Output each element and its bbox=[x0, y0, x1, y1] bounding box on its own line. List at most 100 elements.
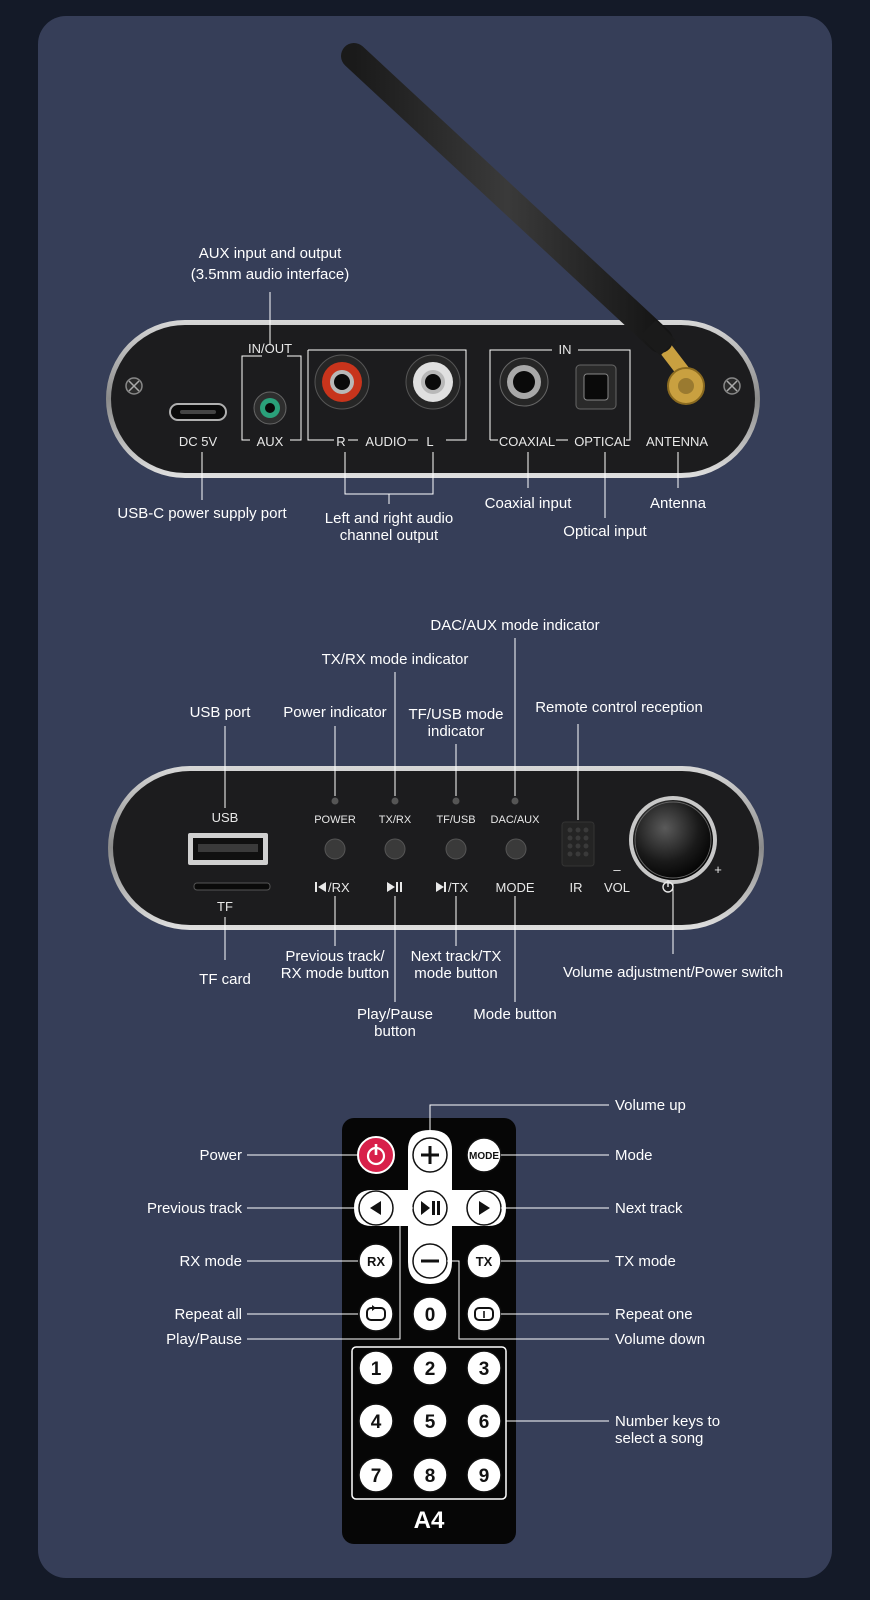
front-panel: USB TF POWER TX/RX TF/USB DAC/AUX /RX bbox=[108, 766, 764, 930]
remote-digit-6-button[interactable]: 6 bbox=[466, 1403, 502, 1439]
vol-plus-label: + bbox=[714, 862, 722, 877]
usb-port bbox=[188, 833, 268, 865]
remote-rx-label: RX bbox=[367, 1254, 385, 1269]
power-callout: Power bbox=[199, 1147, 242, 1164]
remote-digit-8-button[interactable]: 8 bbox=[412, 1457, 448, 1493]
remote-digit-2-button[interactable]: 2 bbox=[412, 1350, 448, 1386]
ir-label: IR bbox=[570, 880, 583, 895]
vol-label: VOL bbox=[604, 880, 630, 895]
remote-digit-0-label: 0 bbox=[425, 1305, 436, 1326]
r-label: R bbox=[336, 434, 345, 449]
remote-mode-label: MODE bbox=[469, 1151, 499, 1162]
tfusb-led bbox=[452, 797, 460, 805]
optical-callout: Optical input bbox=[563, 523, 647, 540]
tfusb-callout-line1: TF/USB mode bbox=[408, 706, 503, 723]
play-pause-icon bbox=[387, 882, 402, 892]
play-callout-line2: button bbox=[374, 1023, 416, 1040]
remote-digit-5-button[interactable]: 5 bbox=[412, 1403, 448, 1439]
lr-callout-line1: Left and right audio bbox=[325, 510, 453, 527]
repeat-one-button[interactable] bbox=[466, 1296, 502, 1332]
tx-mode-callout: TX mode bbox=[615, 1253, 676, 1270]
mode-button[interactable] bbox=[505, 838, 527, 860]
remote-digit-label: 7 bbox=[371, 1466, 382, 1487]
ir-receiver bbox=[561, 821, 595, 867]
power-indicator-callout: Power indicator bbox=[283, 704, 386, 721]
remote-digit-4-button[interactable]: 4 bbox=[358, 1403, 394, 1439]
remote-next-button[interactable] bbox=[466, 1190, 502, 1226]
remote-digit-label: 3 bbox=[479, 1359, 490, 1380]
remote-digit-0-button[interactable]: 0 bbox=[412, 1296, 448, 1332]
volume-up-callout: Volume up bbox=[615, 1097, 686, 1114]
tf-card-callout: TF card bbox=[199, 971, 251, 988]
next-callout-line1: Next track/TX bbox=[411, 948, 502, 965]
antenna-callout: Antenna bbox=[650, 495, 707, 512]
in-out-label: IN/OUT bbox=[248, 341, 292, 356]
rca-left-jack bbox=[405, 354, 461, 410]
power-indicator-label: POWER bbox=[314, 814, 356, 826]
next-tx-button[interactable] bbox=[445, 838, 467, 860]
remote-volume-down-button[interactable] bbox=[412, 1243, 448, 1279]
repeat-one-callout: Repeat one bbox=[615, 1306, 693, 1323]
volume-knob[interactable] bbox=[629, 796, 717, 884]
remote-digit-7-button[interactable]: 7 bbox=[358, 1457, 394, 1493]
remote-digit-9-button[interactable]: 9 bbox=[466, 1457, 502, 1493]
coaxial-jack bbox=[499, 357, 549, 407]
next-tx-label: /TX bbox=[448, 880, 469, 895]
tf-slot bbox=[193, 882, 271, 891]
txrx-indicator-label: TX/RX bbox=[379, 814, 412, 826]
remote-tx-label: TX bbox=[476, 1254, 493, 1269]
prev-callout-line2: RX mode button bbox=[281, 965, 389, 982]
previous-track-callout: Previous track bbox=[147, 1200, 243, 1217]
remote-digit-label: 6 bbox=[479, 1412, 490, 1433]
number-pad-frame bbox=[351, 1346, 507, 1500]
remote-volume-up-button[interactable] bbox=[412, 1137, 448, 1173]
volume-down-callout: Volume down bbox=[615, 1331, 705, 1348]
audio-bracket bbox=[307, 349, 467, 441]
aux-callout-line2: (3.5mm audio interface) bbox=[191, 266, 349, 283]
antenna bbox=[341, 43, 705, 405]
remote-mode-button[interactable]: MODE bbox=[466, 1137, 502, 1173]
remote-tx-button[interactable]: TX bbox=[466, 1243, 502, 1279]
remote-play-pause-button[interactable] bbox=[412, 1190, 448, 1226]
in-label: IN bbox=[559, 342, 572, 357]
aux-label: AUX bbox=[257, 434, 284, 449]
next-callout-line2: mode button bbox=[414, 965, 497, 982]
remote-digit-label: 5 bbox=[425, 1412, 436, 1433]
dacaux-led bbox=[511, 797, 519, 805]
power-led bbox=[331, 797, 339, 805]
remote-digit-label: 9 bbox=[479, 1466, 490, 1487]
remote-rx-button[interactable]: RX bbox=[358, 1243, 394, 1279]
screw-icon bbox=[723, 377, 741, 395]
remote-power-button[interactable] bbox=[357, 1136, 395, 1174]
prev-track-icon bbox=[315, 882, 326, 892]
vol-minus-label: – bbox=[613, 862, 621, 877]
antenna-label: ANTENNA bbox=[646, 434, 708, 449]
repeat-all-callout: Repeat all bbox=[174, 1306, 242, 1323]
dacaux-callout: DAC/AUX mode indicator bbox=[430, 617, 599, 634]
play-callout-line1: Play/Pause bbox=[357, 1006, 433, 1023]
txrx-led bbox=[391, 797, 399, 805]
tf-label: TF bbox=[217, 899, 233, 914]
repeat-all-button[interactable] bbox=[358, 1296, 394, 1332]
prev-rx-button[interactable] bbox=[324, 838, 346, 860]
usb-label: USB bbox=[212, 810, 239, 825]
remote-digit-label: 2 bbox=[425, 1359, 436, 1380]
audio-label: AUDIO bbox=[365, 434, 406, 449]
mode-label: MODE bbox=[496, 880, 535, 895]
coaxial-label: COAXIAL bbox=[499, 434, 555, 449]
number-keys-callout-line2: select a song bbox=[615, 1430, 703, 1447]
front-panel-face bbox=[113, 771, 759, 925]
usbc-callout: USB-C power supply port bbox=[117, 505, 287, 522]
remote-previous-button[interactable] bbox=[358, 1190, 394, 1226]
play-pause-button[interactable] bbox=[384, 838, 406, 860]
usb-port-callout: USB port bbox=[190, 704, 252, 721]
mode-callout: Mode bbox=[615, 1147, 653, 1164]
l-label: L bbox=[426, 434, 433, 449]
remote-digit-1-button[interactable]: 1 bbox=[358, 1350, 394, 1386]
lr-callout-line2: channel output bbox=[340, 527, 439, 544]
remote-digit-3-button[interactable]: 3 bbox=[466, 1350, 502, 1386]
number-keys-callout-line1: Number keys to bbox=[615, 1413, 720, 1430]
txrx-callout: TX/RX mode indicator bbox=[322, 651, 469, 668]
tfusb-callout-line2: indicator bbox=[428, 723, 485, 740]
